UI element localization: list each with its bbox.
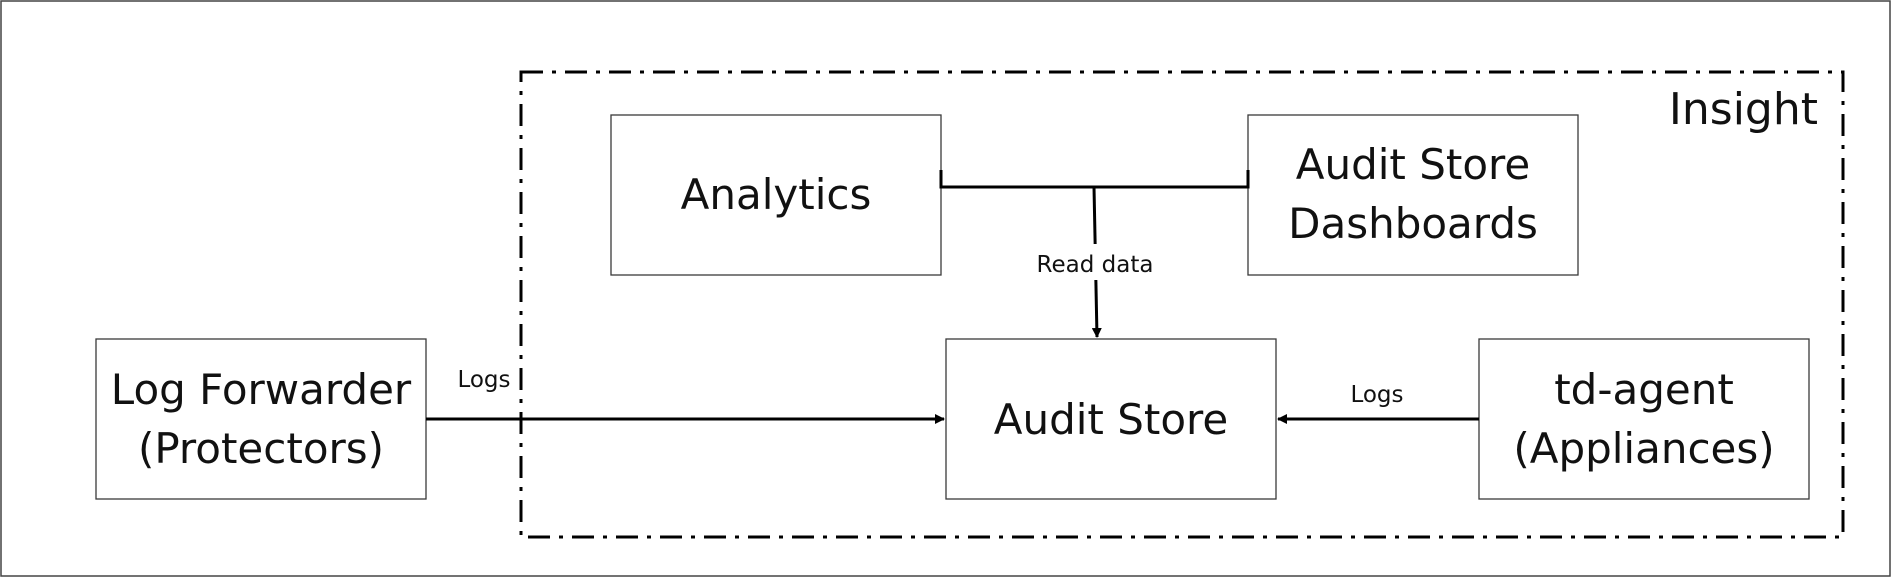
log-forwarder-node[interactable]: Log Forwarder (Protectors): [95, 338, 427, 500]
dashboards-label-line-2: Dashboards: [1288, 199, 1538, 248]
dashboards-node[interactable]: Audit Store Dashboards: [1247, 114, 1579, 276]
insight-group: Insight: [519, 70, 1845, 539]
read-data-label: Read data: [1037, 252, 1154, 278]
analytics-node[interactable]: Analytics: [610, 114, 942, 276]
read-data-label-bg: [1028, 244, 1166, 280]
td-agent-label-line-1: td-agent: [1554, 365, 1734, 414]
log-forwarder-box: [95, 338, 427, 500]
dashboards-label-line-1: Audit Store: [1296, 140, 1531, 189]
audit-store-label: Audit Store: [994, 395, 1229, 444]
log-forwarder-label-line-1: Log Forwarder: [111, 365, 412, 414]
audit-store-node[interactable]: Audit Store: [945, 338, 1277, 500]
td-agent-box: [1478, 338, 1810, 500]
logs-forwarder-label: Logs: [457, 367, 510, 393]
analytics-label: Analytics: [681, 170, 872, 219]
audit-store-box: [945, 338, 1277, 500]
td-agent-node[interactable]: td-agent (Appliances): [1478, 338, 1810, 500]
log-forwarder-label-line-2: (Protectors): [138, 424, 384, 473]
analytics-box: [610, 114, 942, 276]
td-agent-label-line-2: (Appliances): [1513, 424, 1774, 473]
logs-td-agent-label: Logs: [1350, 382, 1403, 408]
dashboards-box: [1247, 114, 1579, 276]
read-data-edge: Read data: [939, 170, 1250, 338]
insight-title: Insight: [1669, 84, 1818, 135]
logs-td-agent-edge: Logs: [1277, 382, 1479, 424]
insight-boundary: [519, 70, 1845, 539]
logs-forwarder-edge: Logs: [426, 367, 945, 424]
